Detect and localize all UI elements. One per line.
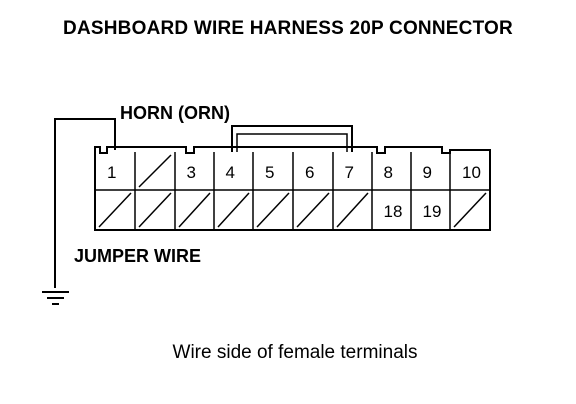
unused-terminal-slash <box>453 192 487 228</box>
unused-terminal-slash <box>256 192 290 228</box>
terminal-number: 8 <box>384 163 393 182</box>
terminal-number: 6 <box>305 163 314 182</box>
terminal-number: 3 <box>187 163 196 182</box>
unused-terminal-slash <box>138 154 172 188</box>
connector-lock-tab <box>231 125 353 152</box>
connector-lock-tab-inner <box>236 133 348 152</box>
connector-housing <box>94 146 491 231</box>
terminal-number: 10 <box>462 163 481 182</box>
terminal-number: 1 <box>107 163 116 182</box>
terminal-number: 5 <box>265 163 274 182</box>
terminal-number: 4 <box>226 163 235 182</box>
unused-terminal-slash <box>336 192 369 228</box>
unused-terminal-slash <box>98 192 132 228</box>
terminal-number: 18 <box>384 202 403 221</box>
horn-wire <box>54 118 116 288</box>
terminal-number: 19 <box>423 202 442 221</box>
unused-terminal-slash <box>138 192 172 228</box>
terminal-number: 7 <box>345 163 354 182</box>
unused-terminal-slash <box>178 192 211 228</box>
horn-label: HORN (ORN) <box>120 103 230 123</box>
ground-icon <box>42 291 69 305</box>
unused-terminal-slash <box>217 192 250 228</box>
caption: Wire side of female terminals <box>172 342 418 363</box>
terminal-cells: 1 3 4 5 6 7 8 9 10 18 19 <box>98 152 487 230</box>
diagram-title: DASHBOARD WIRE HARNESS 20P CONNECTOR <box>63 18 513 39</box>
jumper-wire-label: JUMPER WIRE <box>74 246 201 266</box>
unused-terminal-slash <box>296 192 330 228</box>
terminal-number: 9 <box>423 163 432 182</box>
